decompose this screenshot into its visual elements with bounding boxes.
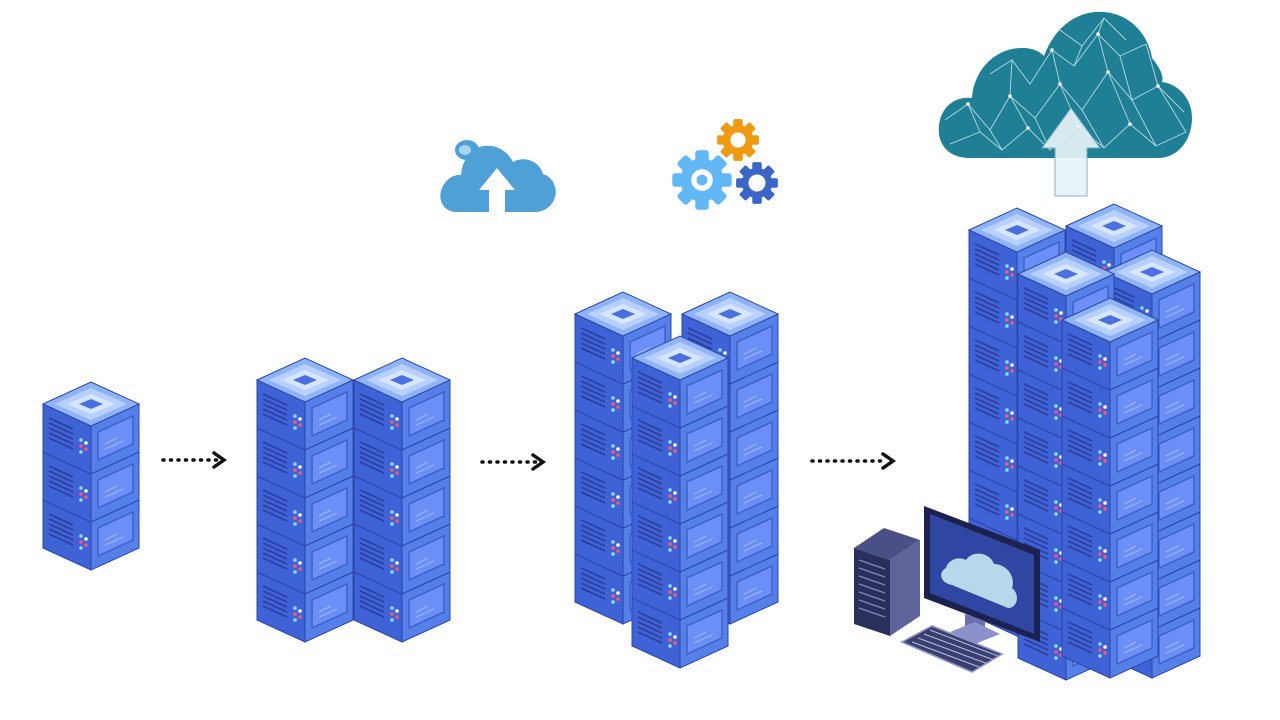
cloud-upload-icon: [440, 140, 556, 212]
single-server-stack: [42, 381, 140, 571]
mesh-cloud-icon: [938, 11, 1192, 197]
arrow-right-icon: [810, 452, 897, 470]
two-server-stack-b: [353, 357, 451, 643]
arrow-right-icon: [161, 451, 228, 469]
farm-server-stack-front: [1061, 297, 1159, 679]
desktop-computer-icon: [854, 506, 1040, 673]
two-server-stack-a: [256, 357, 354, 643]
three-server-stack-c: [631, 335, 729, 669]
arrow-right-icon: [480, 453, 547, 471]
gears-icon: [672, 119, 778, 210]
